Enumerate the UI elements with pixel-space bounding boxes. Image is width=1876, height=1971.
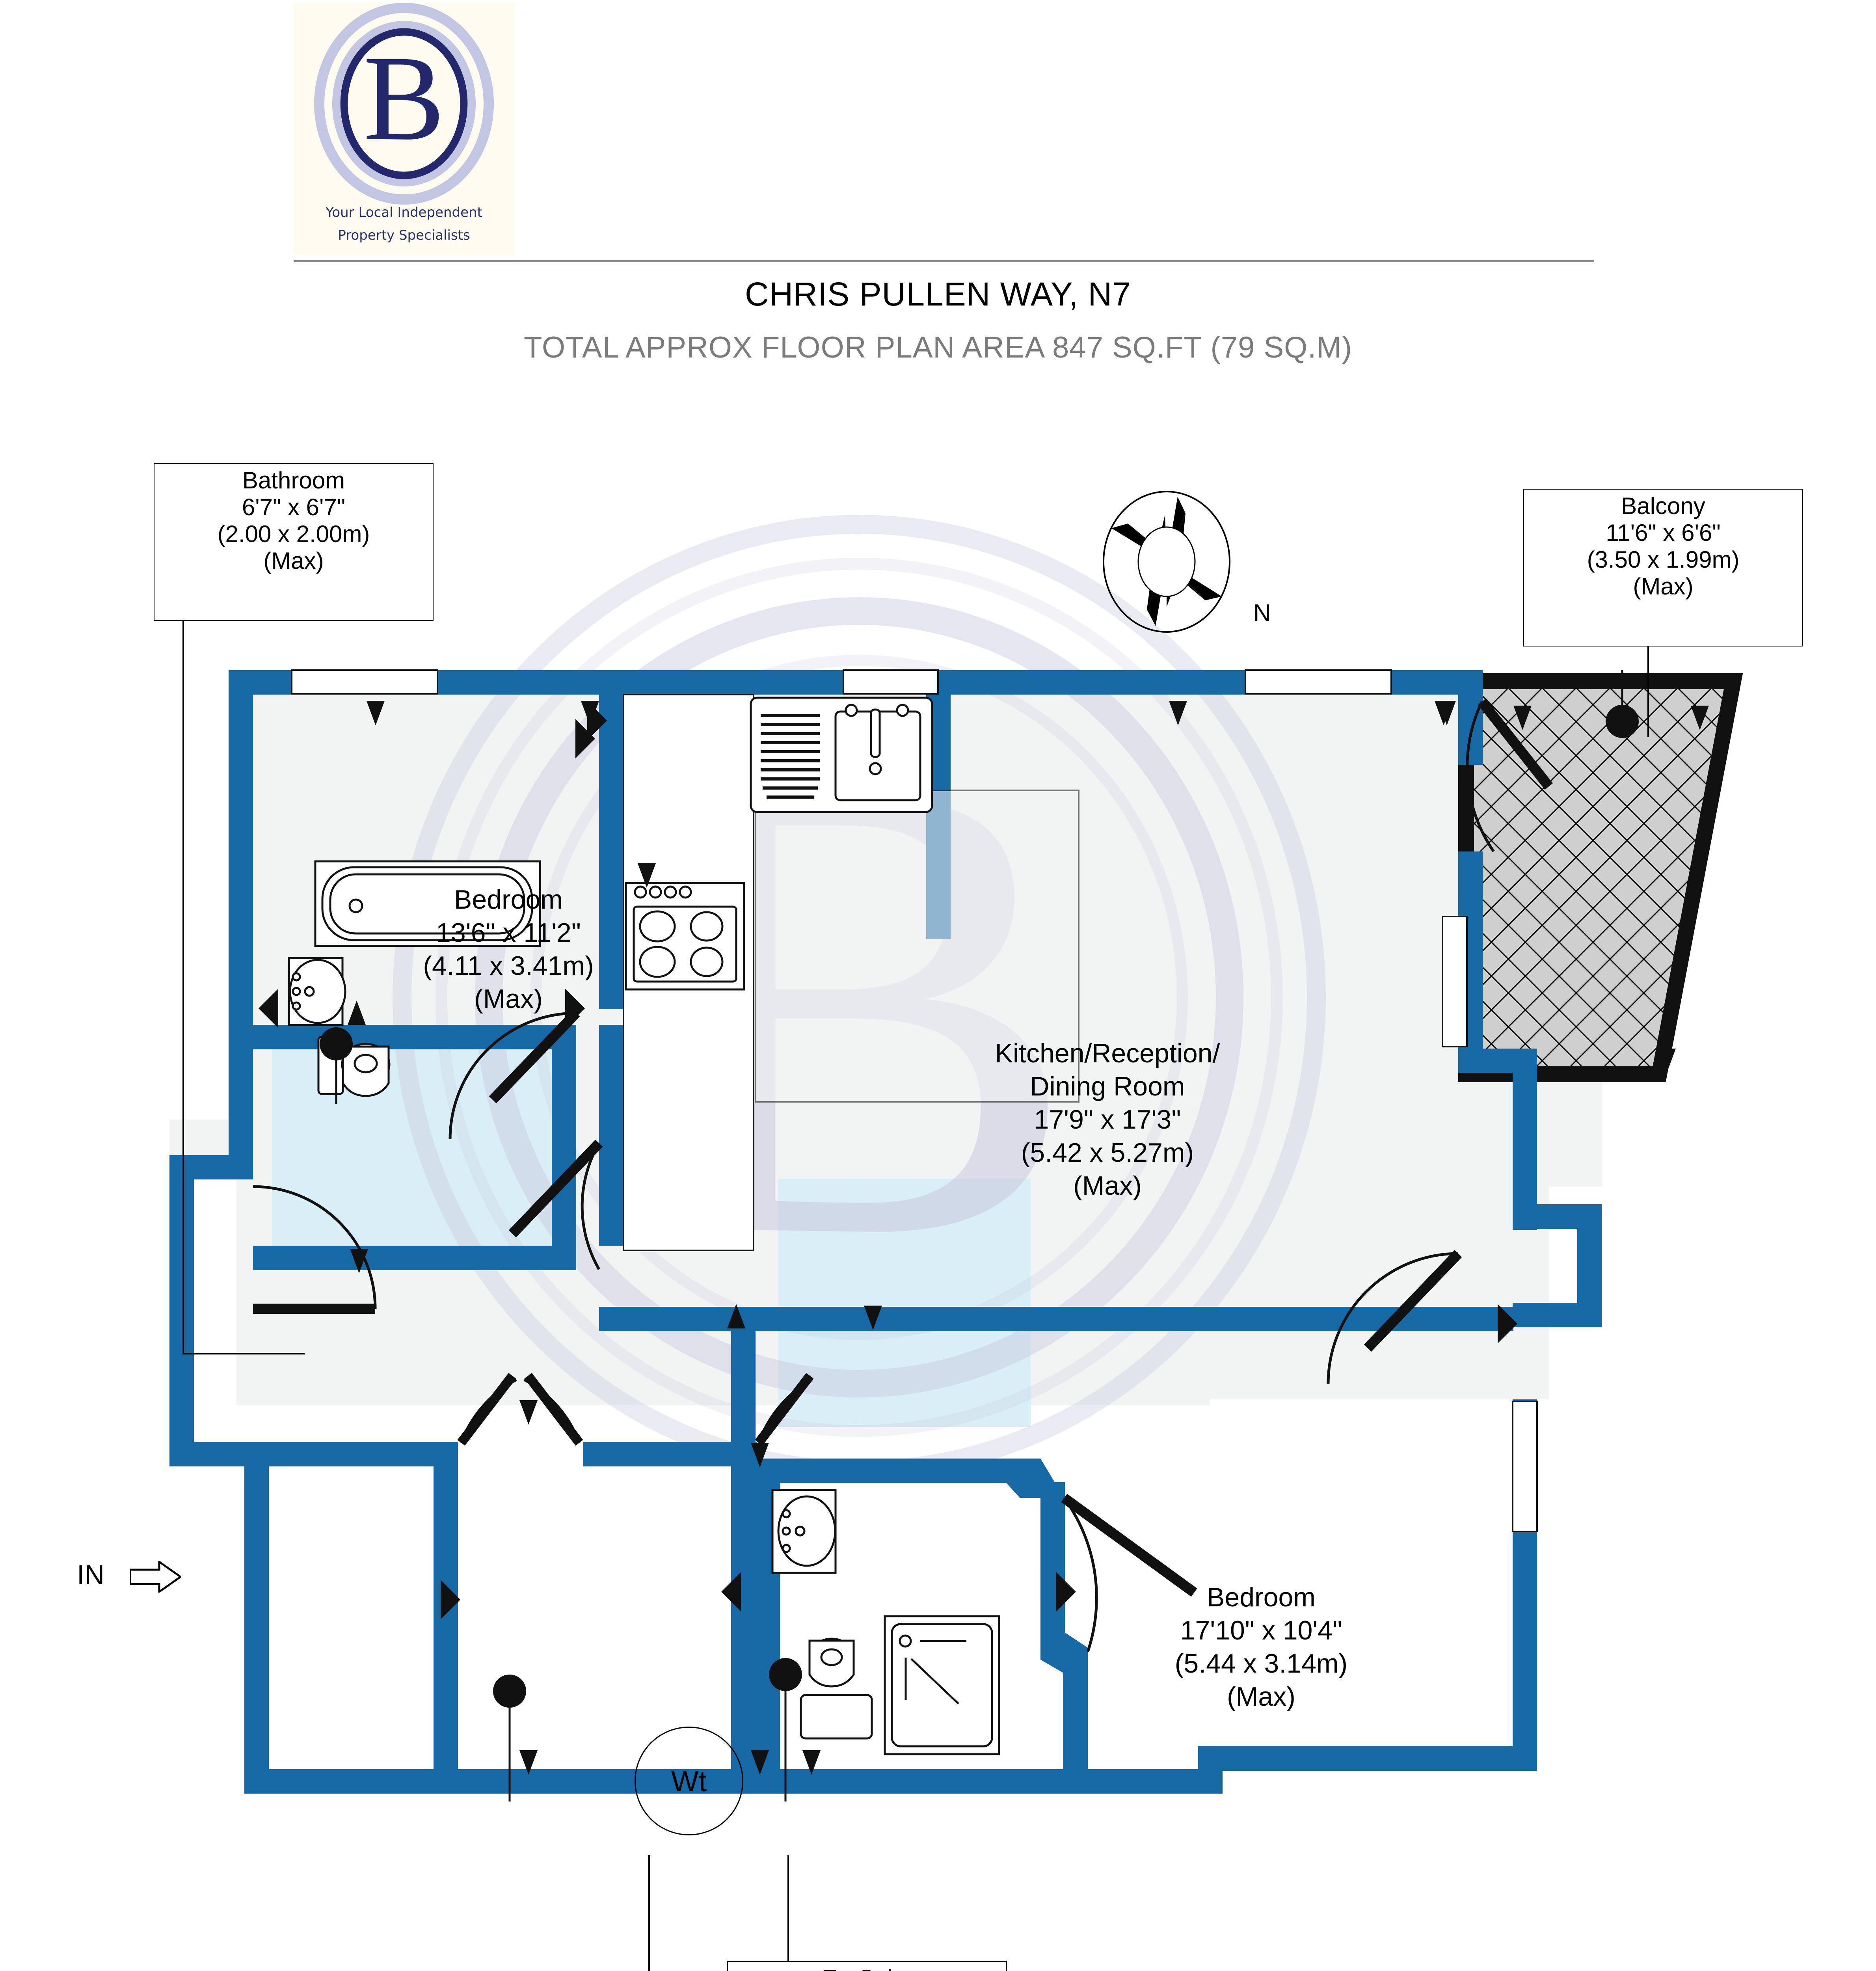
room-label-kitchen-line-3: 17'9" x 17'3" <box>1034 1105 1181 1135</box>
water-tank-label: Wt <box>671 1764 707 1798</box>
water-tank-marker: Wt <box>635 1727 743 1835</box>
room-label-bedroom-1-line-3: (4.11 x 3.41m) <box>423 951 594 981</box>
compass-north-label: N <box>1253 600 1271 627</box>
callout-bathroom: Bathroom 6'7" x 6'7" (2.00 x 2.00m) (Max… <box>154 463 434 621</box>
room-label-bedroom-1-line-4: (Max) <box>474 984 543 1014</box>
ensuite-basin-icon <box>771 1489 837 1574</box>
ensuite-floor-tint <box>778 1179 1031 1427</box>
dimension-arrowheads <box>259 701 1709 1775</box>
room-label-bedroom-2-line-3: (5.44 x 3.14m) <box>1174 1649 1348 1679</box>
brand-tagline-line1: Your Local Independent <box>326 205 482 220</box>
callout-balcony-line-2: 11'6" x 6'6" <box>1606 520 1721 546</box>
callout-balcony-line-3: (3.50 x 1.99m) <box>1587 546 1740 573</box>
room-label-bedroom-1-line-1: Bedroom <box>454 885 563 915</box>
brand-tagline-line2: Property Specialists <box>338 227 470 243</box>
entrance-label: IN <box>77 1559 104 1590</box>
callout-bathroom-line-2: 6'7" x 6'7" <box>242 494 346 520</box>
callout-balcony-line-4: (Max) <box>1633 573 1694 600</box>
callout-bathroom-leader-v <box>182 621 184 1354</box>
callout-bathroom-leader-h <box>182 1353 305 1354</box>
callout-store-leader <box>648 1855 650 1971</box>
room-label-bedroom-1: Bedroom 13'6" x 11'2" (4.11 x 3.41m) (Ma… <box>300 883 717 1015</box>
room-label-bedroom-2: Bedroom 17'10" x 10'4" (5.44 x 3.14m) (M… <box>1040 1581 1482 1713</box>
room-label-bedroom-1-line-2: 13'6" x 11'2" <box>436 918 581 948</box>
callout-bathroom-line-1: Bathroom <box>242 467 345 494</box>
compass-rose-icon <box>1088 485 1253 635</box>
ensuite-toilet-icon <box>800 1638 873 1740</box>
room-label-bedroom-2-line-1: Bedroom <box>1207 1582 1316 1612</box>
callout-bathroom-line-3: (2.00 x 2.00m) <box>217 521 370 547</box>
doors <box>253 698 1553 1652</box>
svg-text:B: B <box>363 31 445 166</box>
sink-icon <box>750 697 933 813</box>
entrance-arrow-icon <box>130 1561 181 1593</box>
room-label-bedroom-2-line-2: 17'10" x 10'4" <box>1180 1615 1342 1645</box>
callout-ensuite-leader <box>787 1855 789 1961</box>
callout-balcony-line-1: Balcony <box>1621 493 1705 519</box>
callout-ensuite: En-Suite Shower Room 5'8" x 5'2" (1.72 x… <box>727 1961 1007 1971</box>
callout-ensuite-line-1: En-Suite <box>733 1965 1001 1971</box>
brand-monogram-icon: B <box>314 3 494 205</box>
callout-balcony-leader <box>1647 646 1649 737</box>
room-label-kitchen-line-4: (5.42 x 5.27m) <box>1021 1138 1194 1168</box>
callout-bathroom-line-4: (Max) <box>263 548 324 574</box>
shower-tray-icon <box>884 1615 1000 1755</box>
brand-logo-panel: B <box>294 3 514 255</box>
brand-tagline: Your Local Independent Property Speciali… <box>294 201 514 247</box>
callout-balcony: Balcony 11'6" x 6'6" (3.50 x 1.99m) (Max… <box>1523 489 1803 646</box>
room-label-kitchen-line-1: Kitchen/Reception/ <box>995 1038 1220 1068</box>
floor-plan: B <box>0 434 1876 1971</box>
header-divider <box>294 260 1594 262</box>
washbasin-icon <box>288 957 346 1026</box>
light-fitting-icons <box>320 670 1639 1801</box>
total-area-subtitle: TOTAL APPROX FLOOR PLAN AREA 847 SQ.FT (… <box>523 331 1353 364</box>
bath-icon <box>314 860 541 947</box>
cooker-icon <box>625 882 745 991</box>
room-label-kitchen-line-5: (Max) <box>1073 1171 1142 1201</box>
page-title: CHRIS PULLEN WAY, N7 <box>744 276 1132 313</box>
room-label-kitchen-line-2: Dining Room <box>1030 1071 1185 1101</box>
windows <box>291 669 1538 1532</box>
room-label-bedroom-2-line-4: (Max) <box>1227 1682 1295 1712</box>
room-label-kitchen: Kitchen/Reception/ Dining Room 17'9" x 1… <box>871 1037 1344 1202</box>
